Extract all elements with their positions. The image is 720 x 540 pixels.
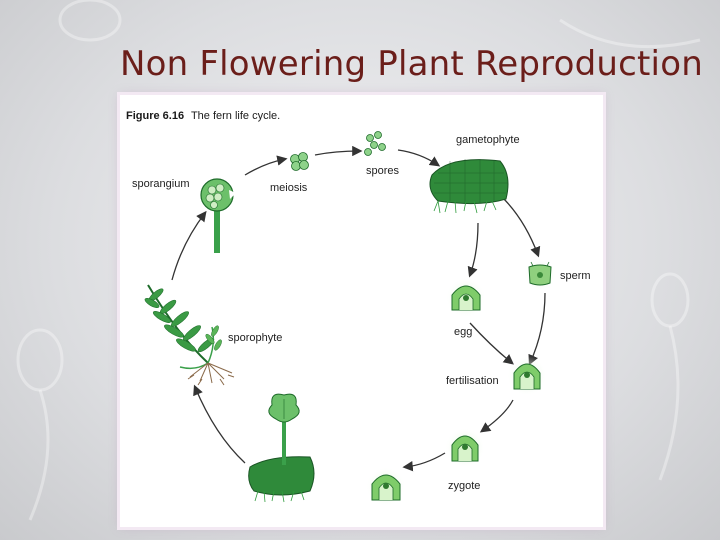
arrow-spores-to-gametophyte xyxy=(397,149,441,167)
label-egg: egg xyxy=(454,326,472,338)
label-fertilisation: fertilisation xyxy=(446,375,499,387)
arrow-zygote-to-young-sporophyte xyxy=(402,452,446,472)
arrow-gametophyte-to-egg xyxy=(467,222,479,278)
fertilisation-illustration xyxy=(507,356,547,396)
figure-caption: Figure 6.16 The fern life cycle. xyxy=(126,110,280,122)
egg-illustration xyxy=(446,278,486,318)
arrow-young-plant-to-sporophyte xyxy=(193,384,246,464)
fern-life-cycle-figure: Figure 6.16 The fern life cycle. xyxy=(120,95,603,527)
figure-caption-number: Figure 6.16 xyxy=(126,110,184,122)
label-sporangium: sporangium xyxy=(132,178,189,190)
figure-caption-text: The fern life cycle. xyxy=(191,110,280,122)
arrow-sperm-to-fertilisation xyxy=(528,292,546,366)
sporangium-illustration xyxy=(200,178,236,253)
zygote-illustration xyxy=(445,428,485,468)
label-meiosis: meiosis xyxy=(270,182,308,194)
arrow-meiosis-to-spores xyxy=(314,145,363,157)
label-spores: spores xyxy=(366,165,400,177)
gametophyte-illustration xyxy=(429,159,509,214)
label-gametophyte: gametophyte xyxy=(456,134,520,146)
young-embryo-illustration xyxy=(366,467,406,507)
arrow-egg-to-fertilisation xyxy=(469,322,515,365)
label-zygote: zygote xyxy=(448,480,480,492)
sperm-illustration xyxy=(524,259,556,291)
arrow-gametophyte-to-sperm xyxy=(501,196,541,258)
arrow-sporophyte-to-sporangium xyxy=(171,210,207,281)
slide-title: Non Flowering Plant Reproduction xyxy=(120,44,703,84)
young-sporophyte-illustration xyxy=(248,393,315,503)
arrow-fertilisation-to-zygote xyxy=(479,399,514,433)
sporophyte-fern-illustration xyxy=(144,284,235,386)
label-sperm: sperm xyxy=(560,270,591,282)
meiosis-illustration xyxy=(290,152,309,171)
label-sporophyte: sporophyte xyxy=(228,332,282,344)
arrow-sporangium-to-meiosis xyxy=(244,155,288,176)
spores-illustration xyxy=(364,131,386,156)
